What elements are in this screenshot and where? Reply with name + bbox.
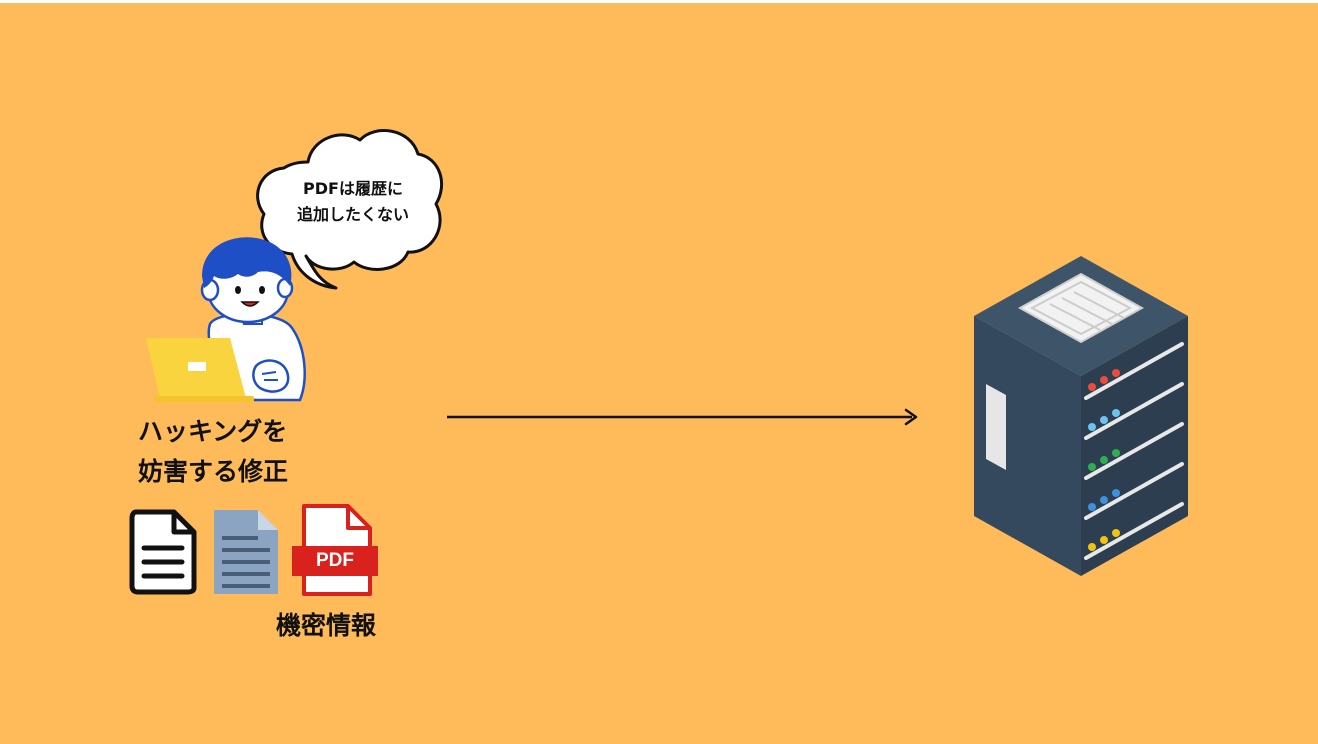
text-document-icon	[214, 510, 278, 594]
caption-line: ハッキングを	[138, 417, 288, 446]
speech-bubble	[256, 129, 444, 290]
speech-bubble-line: PDFは履歴に	[303, 179, 403, 198]
pdf-file-icon: PDF	[290, 502, 380, 598]
top-border	[0, 0, 1318, 3]
confidential-info-label: 機密情報	[276, 611, 377, 640]
right-arrow-icon	[447, 408, 918, 426]
person-with-laptop-illustration	[146, 237, 306, 402]
speech-bubble-text: PDFは履歴に 追加したくない	[268, 176, 438, 228]
server-rack-icon	[974, 256, 1188, 576]
speech-bubble-line: 追加したくない	[296, 205, 409, 224]
document-outline-icon	[129, 509, 197, 595]
caption-line: 妨害する修正	[138, 457, 289, 486]
pdf-icon-label: PDF	[316, 550, 354, 571]
caption-text: ハッキングを 妨害する修正	[138, 412, 338, 492]
